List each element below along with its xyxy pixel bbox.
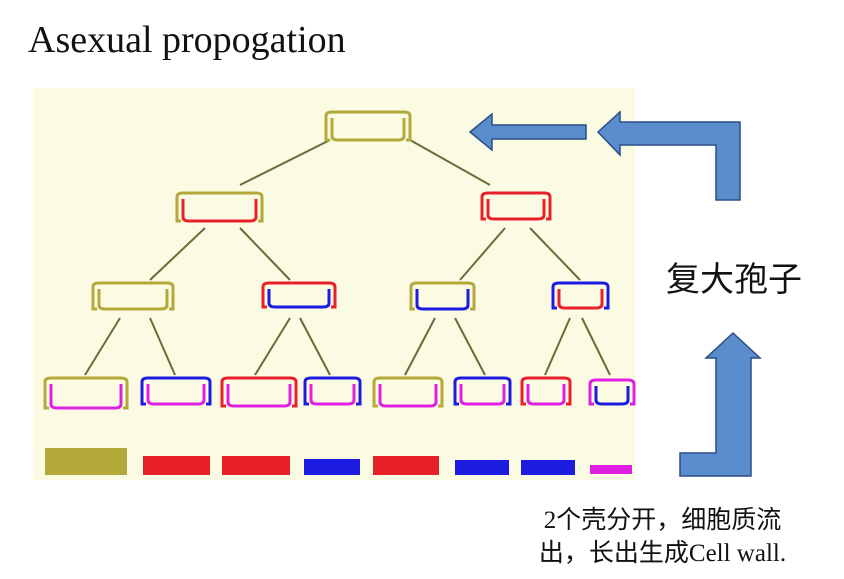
size-bar xyxy=(373,456,439,475)
inner-valve xyxy=(459,384,506,406)
diatom-cell xyxy=(480,191,552,221)
inner-valve xyxy=(226,384,292,408)
outer-valve xyxy=(220,376,298,408)
inner-valve xyxy=(330,118,406,142)
size-bar xyxy=(222,456,290,475)
inner-valve xyxy=(267,289,331,309)
diatom-cell xyxy=(409,281,476,311)
diatom-cell xyxy=(372,376,444,408)
arrow-left-icon xyxy=(596,110,741,201)
diatom-cell xyxy=(140,376,212,406)
diatom-cell xyxy=(588,378,636,406)
outer-valve xyxy=(140,376,212,406)
size-bar xyxy=(304,459,360,475)
diatom-cell xyxy=(520,376,572,406)
size-bar xyxy=(45,448,127,475)
description-note: 2个壳分开，细胞质流 出，长出生成Cell wall. xyxy=(490,504,835,570)
note-line-1: 2个壳分开，细胞质流 xyxy=(543,507,782,534)
diatom-cell xyxy=(43,376,129,410)
outer-valve xyxy=(324,110,412,142)
arrow-up-icon xyxy=(679,331,762,477)
connector-line xyxy=(529,227,581,281)
size-bar xyxy=(143,456,210,475)
diatom-cell xyxy=(175,191,264,223)
connector-line xyxy=(149,317,176,376)
connector-line xyxy=(544,317,571,376)
size-bar xyxy=(521,460,575,475)
outer-valve xyxy=(175,191,264,223)
outer-valve xyxy=(43,376,129,410)
outer-valve xyxy=(372,376,444,408)
inner-valve xyxy=(594,386,630,406)
diatom-cell xyxy=(91,281,175,311)
connector-line xyxy=(459,227,506,281)
inner-valve xyxy=(526,384,566,406)
outer-valve xyxy=(409,281,476,311)
connector-line xyxy=(239,139,331,186)
diatom-cell xyxy=(453,376,512,406)
outer-valve xyxy=(551,281,610,310)
outer-valve xyxy=(588,378,636,406)
inner-valve xyxy=(486,199,546,221)
connector-line xyxy=(581,317,611,376)
connector-line xyxy=(454,317,486,376)
auxospore-label: 复大孢子 xyxy=(666,260,802,300)
inner-valve xyxy=(415,289,470,311)
inner-valve xyxy=(49,384,123,410)
size-bar xyxy=(455,460,509,475)
connector-line xyxy=(254,317,291,376)
diatom-cell xyxy=(324,110,412,142)
inner-valve xyxy=(97,289,169,311)
diatom-cell xyxy=(303,376,362,406)
connector-line xyxy=(409,139,491,186)
outer-valve xyxy=(453,376,512,406)
outer-valve xyxy=(261,281,337,309)
outer-valve xyxy=(303,376,362,406)
diatom-cell xyxy=(220,376,298,408)
diatom-cell xyxy=(551,281,610,310)
inner-valve xyxy=(378,384,438,408)
size-bar xyxy=(590,465,632,474)
outer-valve xyxy=(520,376,572,406)
connector-line xyxy=(84,317,121,376)
outer-valve xyxy=(480,191,552,221)
inner-valve xyxy=(557,289,604,310)
connector-line xyxy=(239,227,291,281)
diatom-cell xyxy=(261,281,337,309)
note-line-2: 出，长出生成Cell wall. xyxy=(538,540,787,567)
outer-valve xyxy=(91,281,175,311)
slide-title: Asexual propogation xyxy=(28,19,346,61)
connector-line xyxy=(149,227,206,281)
inner-valve xyxy=(181,199,258,223)
inner-valve xyxy=(309,384,356,406)
inner-valve xyxy=(146,384,206,406)
connector-line xyxy=(404,317,436,376)
arrow-left-icon xyxy=(468,112,587,152)
connector-line xyxy=(299,317,331,376)
